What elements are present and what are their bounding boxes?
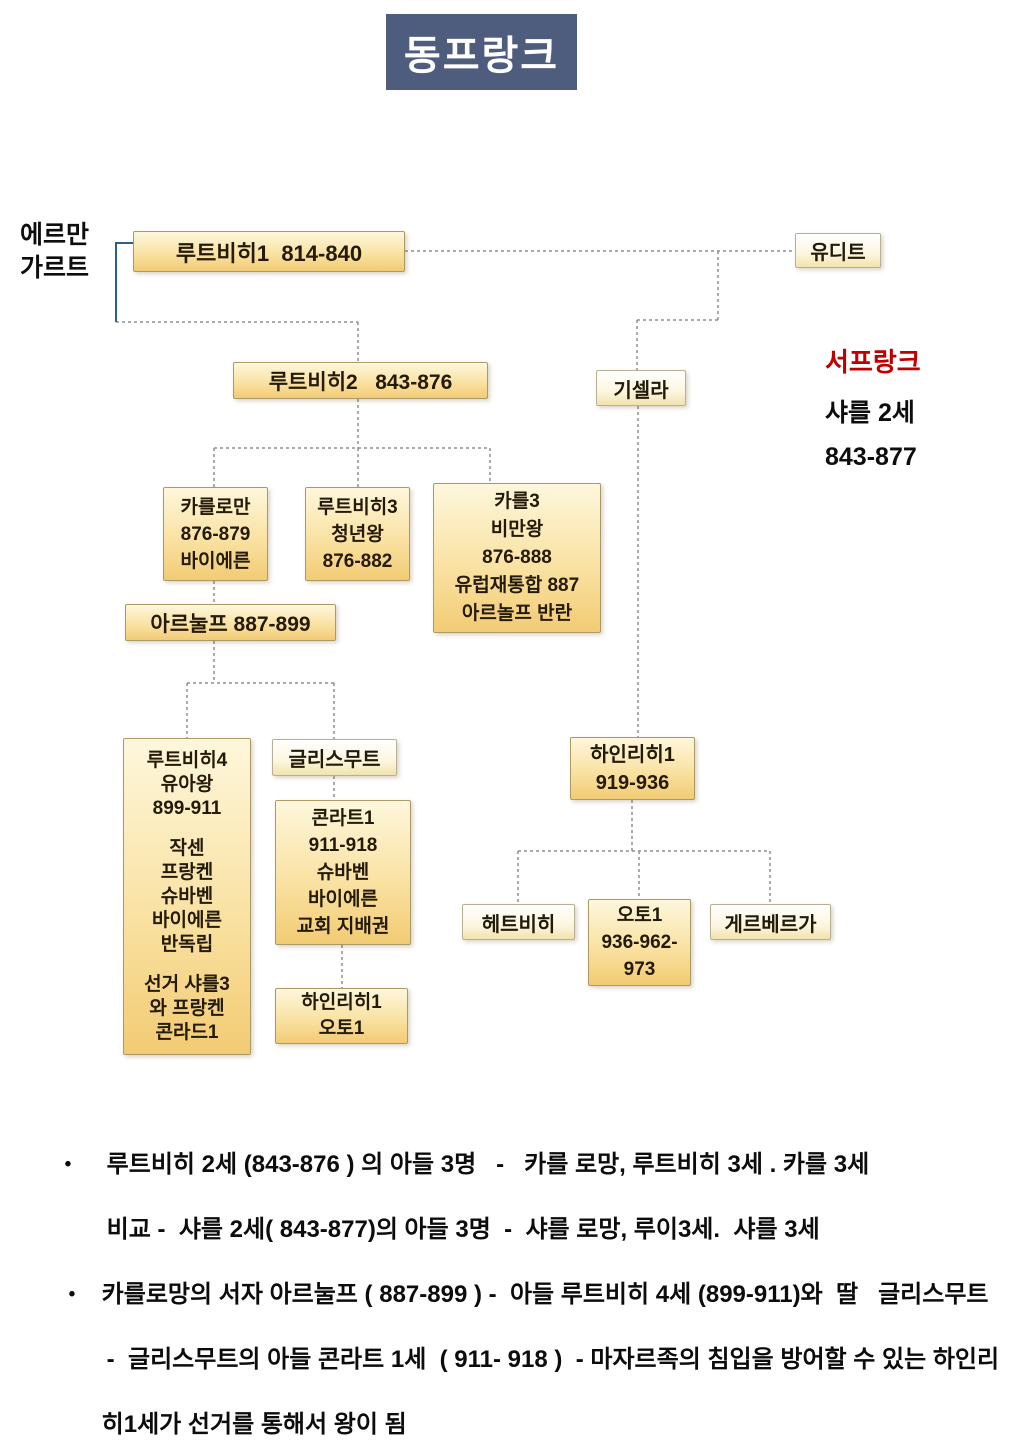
node-line: 하인리히1: [301, 992, 382, 1013]
node-label: 기셀라: [613, 379, 669, 402]
ermengarde-bracket-line: [115, 242, 133, 322]
node-label: 게르베르가: [724, 913, 817, 936]
node-label: 루트비히1 814-840: [175, 240, 363, 266]
node-line: 하인리히1: [590, 743, 675, 766]
node-line: 루트비히3: [317, 496, 398, 518]
node-line: 876-888: [482, 547, 552, 568]
node-line: 슈바벤: [160, 885, 214, 907]
note-row-1: • 루트비히 2세 (843-876 ) 의 아들 3명 - 카를 로망, 루트비…: [38, 1116, 869, 1207]
tree-node-glismut: 글리스무트: [272, 739, 397, 776]
node-line: 유아왕: [160, 773, 214, 795]
label-west-francia-years: 843-877: [825, 443, 917, 471]
note-row-4: - 글리스무트의 아들 콘라트 1세 ( 911- 918 ) - 마자르족의 …: [80, 1311, 999, 1402]
note-text: 비교 - 샤를 2세( 843-877)의 아들 3명 - 샤를 로망, 루이3…: [106, 1216, 820, 1243]
node-line: 와 프랑켄: [149, 997, 225, 1019]
tree-node-ludwig1: 루트비히1 814-840: [133, 231, 405, 272]
node-label: 루트비히2 843-876: [268, 370, 453, 394]
tree-node-ludwig2: 루트비히2 843-876: [233, 362, 488, 399]
label-ermengarde-line1: 에르만: [20, 221, 90, 249]
node-line: 919-936: [595, 771, 670, 794]
tree-node-hedwig: 헤트비히: [462, 904, 575, 940]
tree-node-ludwig4: 루트비히4 유아왕 899-911 작센 프랑켄 슈바벤 바이에른 반독립 선거…: [123, 738, 251, 1055]
label-ermengarde: 에르만 가르트: [20, 219, 89, 285]
node-line: 카를3: [494, 491, 540, 512]
label-west-francia-heading: 서프랑크: [825, 347, 921, 377]
node-line: 루트비히4: [146, 749, 228, 771]
tree-node-konrad1: 콘라트1 911-918 슈바벤 바이에른 교회 지배권: [275, 800, 411, 945]
node-line: 973: [623, 959, 656, 980]
node-label: 글리스무트: [288, 749, 381, 771]
node-line: 콘라트1: [311, 808, 375, 829]
node-line: 유럽재통합 887: [454, 575, 580, 596]
node-line: 교회 지배권: [296, 916, 390, 937]
node-line: 슈바벤: [316, 862, 370, 883]
node-line: 바이에른: [308, 889, 378, 910]
node-line: 바이에른: [152, 909, 222, 931]
note-bullet: •: [68, 1284, 76, 1305]
tree-node-judith: 유디트: [795, 233, 881, 268]
node-line: 876-879: [180, 523, 251, 545]
node-label: 유디트: [810, 242, 866, 264]
node-line: 876-882: [322, 550, 393, 572]
node-line: 선거 샤를3: [144, 973, 230, 995]
label-ermengarde-line2: 가르트: [20, 254, 90, 282]
tree-node-otto1: 오토1 936-962- 973: [588, 899, 691, 986]
tree-node-gerberga: 게르베르가: [710, 904, 831, 940]
node-label: 아르눌프 887-899: [150, 612, 311, 636]
node-line: 오토1: [318, 1018, 365, 1039]
node-line: 899-911: [152, 797, 222, 819]
node-line: 오토1: [616, 905, 663, 926]
node-line: 비만왕: [490, 519, 544, 540]
node-line: 콘라드1: [155, 1021, 219, 1043]
note-row-3: • 카를로망의 서자 아르눌프 ( 887-899 ) - 아들 루트비히 4세 …: [42, 1246, 989, 1337]
note-text: - 글리스무트의 아들 콘라트 1세 ( 911- 918 ) - 마자르족의 …: [106, 1346, 1000, 1373]
tree-node-karl3: 카를3 비만왕 876-888 유럽재통합 887 아르놀프 반란: [433, 483, 601, 633]
note-bullet: •: [64, 1154, 72, 1175]
node-line: 바이에른: [180, 550, 251, 572]
tree-node-heinrich1: 하인리히1 919-936: [570, 737, 695, 800]
tree-node-arnulf: 아르눌프 887-899: [125, 604, 336, 641]
tree-node-heinrich1-otto1: 하인리히1 오토1: [275, 988, 408, 1044]
node-line: 911-918: [308, 835, 378, 856]
note-row-2: 비교 - 샤를 2세( 843-877)의 아들 3명 - 샤를 로망, 루이3…: [80, 1181, 820, 1272]
node-line: 프랑켄: [160, 861, 214, 883]
node-line-group: 작센 프랑켄 슈바벤 바이에른 반독립: [152, 837, 222, 957]
tree-node-gisela: 기셀라: [596, 370, 686, 406]
node-line-group: 선거 샤를3 와 프랑켄 콘라드1: [144, 973, 230, 1045]
node-label: 헤트비히: [481, 913, 556, 936]
note-row-5: 히1세가 선거를 통해서 왕이 됨: [75, 1376, 407, 1440]
node-line-group: 루트비히4 유아왕 899-911: [147, 749, 228, 821]
node-line: 반독립: [160, 933, 214, 955]
note-text: 히1세가 선거를 통해서 왕이 됨: [101, 1411, 407, 1438]
label-west-francia-name: 샤를 2세: [825, 399, 915, 427]
node-line: 작센: [169, 837, 205, 859]
label-west-francia: 서프랑크 샤를 2세 843-877: [825, 342, 921, 472]
node-line: 청년왕: [331, 523, 384, 545]
node-line: 카를로만: [180, 496, 251, 518]
tree-node-ludwig3: 루트비히3 청년왕 876-882: [305, 487, 410, 581]
note-text: 카를로망의 서자 아르눌프 ( 887-899 ) - 아들 루트비히 4세 (…: [101, 1281, 989, 1308]
node-line: 936-962-: [601, 932, 678, 953]
node-line: 아르놀프 반란: [461, 603, 573, 624]
tree-node-carloman: 카를로만 876-879 바이에른: [163, 487, 268, 581]
page-title: 동프랑크: [386, 14, 577, 90]
note-text: 루트비히 2세 (843-876 ) 의 아들 3명 - 카를 로망, 루트비히…: [106, 1151, 870, 1178]
